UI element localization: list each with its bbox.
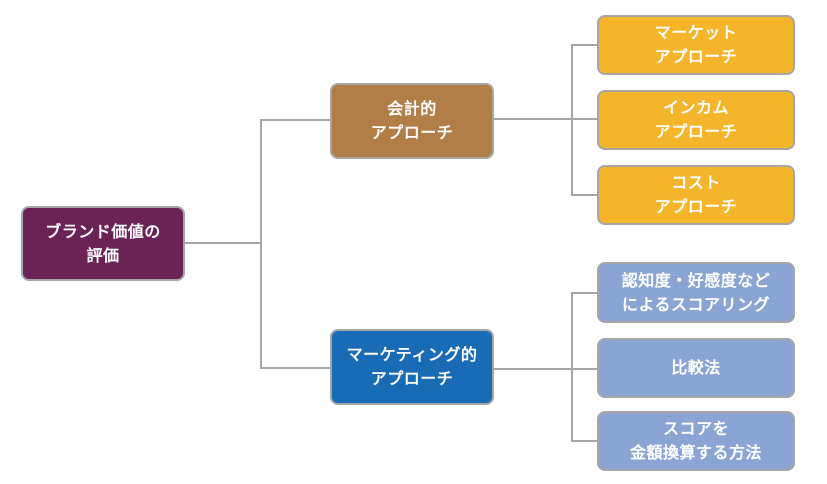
income-line2: アプローチ — [654, 122, 738, 141]
connector-to-accounting — [260, 119, 332, 121]
node-marketing-approach: マーケティング的 アプローチ — [330, 329, 494, 405]
connector-to-cost — [571, 194, 599, 196]
monetize-line2: 金額換算する方法 — [629, 443, 762, 462]
node-awareness-scoring: 認知度・好感度など によるスコアリング — [597, 262, 795, 323]
scoring-line2: によるスコアリング — [621, 294, 770, 314]
connector-level1-trunk — [260, 119, 262, 369]
connector-accounting-out — [493, 118, 599, 120]
node-score-monetization: スコアを 金額換算する方法 — [597, 411, 795, 471]
root-line2: 評価 — [86, 245, 120, 265]
connector-to-monetize — [571, 440, 599, 442]
node-cost-approach: コスト アプローチ — [597, 165, 795, 225]
connector-to-market — [571, 44, 599, 46]
node-income-approach: インカム アプローチ — [597, 90, 795, 150]
connector-to-scoring — [571, 292, 599, 294]
connector-marketing-out — [493, 368, 599, 370]
marketing-line2: アプローチ — [370, 369, 454, 388]
cost-line1: コスト — [671, 173, 721, 192]
connector-marketing-trunk — [571, 292, 573, 442]
comparison-line1: 比較法 — [671, 358, 721, 377]
cost-line2: アプローチ — [654, 197, 738, 216]
root-node-brand-valuation: ブランド価値の 評価 — [21, 206, 185, 281]
connector-accounting-trunk — [571, 44, 573, 196]
monetize-line1: スコアを — [662, 419, 729, 438]
market-line1: マーケット — [654, 23, 738, 42]
marketing-line1: マーケティング的 — [346, 345, 478, 364]
root-line1: ブランド価値の — [45, 221, 161, 241]
node-market-approach: マーケット アプローチ — [597, 15, 795, 75]
accounting-line2: アプローチ — [370, 123, 454, 142]
market-line2: アプローチ — [654, 47, 738, 66]
connector-root — [184, 242, 262, 244]
connector-to-marketing — [260, 367, 332, 369]
accounting-line1: 会計的 — [387, 99, 437, 118]
scoring-line1: 認知度・好感度など — [621, 270, 771, 290]
node-comparison-method: 比較法 — [597, 338, 795, 398]
node-accounting-approach: 会計的 アプローチ — [330, 83, 494, 159]
income-line1: インカム — [662, 98, 729, 117]
